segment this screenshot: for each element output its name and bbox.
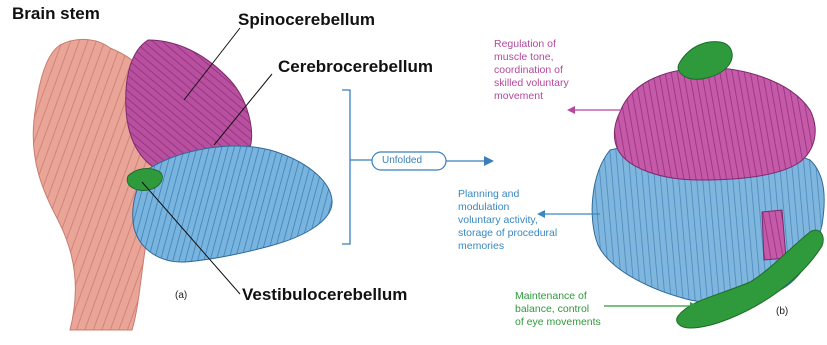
panel-b-label: (b) bbox=[776, 306, 788, 317]
panel-a-label: (a) bbox=[175, 290, 187, 301]
unfold-bracket bbox=[342, 90, 372, 244]
spino-function-text: Regulation of muscle tone, coordination … bbox=[494, 38, 569, 103]
vestibulocerebellum-label: Vestibulocerebellum bbox=[242, 285, 407, 305]
spinocerebellum-label: Spinocerebellum bbox=[238, 10, 375, 30]
cerebro-function-text: Planning and modulation voluntary activi… bbox=[458, 188, 557, 253]
brain-stem-label: Brain stem bbox=[12, 4, 100, 24]
spino-function-arrow bbox=[567, 106, 575, 114]
spino-unfolded-shape bbox=[614, 68, 815, 180]
spino-vermis-shape bbox=[762, 210, 786, 260]
unfold-arrow-head bbox=[484, 156, 494, 166]
cerebrocerebellum-label: Cerebrocerebellum bbox=[278, 57, 433, 77]
vestibulo-function-text: Maintenance of balance, control of eye m… bbox=[515, 290, 601, 329]
cerebrocerebellum-shape bbox=[133, 146, 332, 262]
unfolded-label: Unfolded bbox=[382, 155, 422, 166]
